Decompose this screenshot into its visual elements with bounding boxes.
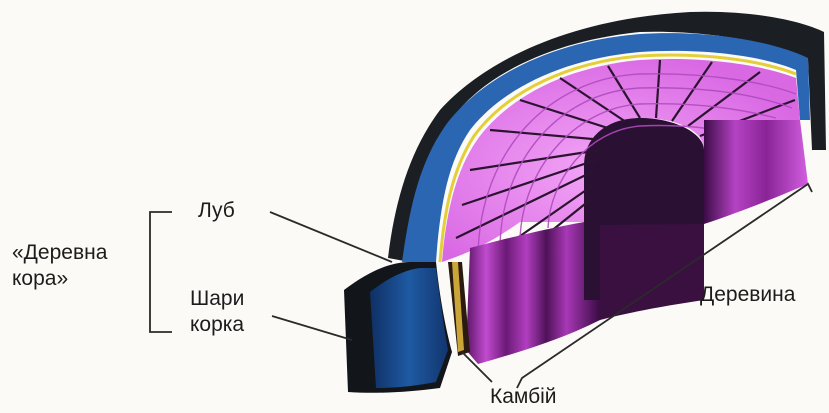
wood-label: Деревина bbox=[700, 282, 795, 308]
cambium-leader bbox=[462, 352, 492, 382]
cambium-label: Камбій bbox=[490, 384, 557, 410]
bark-group-label-line2: кора» bbox=[12, 266, 107, 292]
phloem-label: Луб bbox=[198, 198, 235, 224]
phloem-leader bbox=[270, 212, 392, 262]
bark-group-bracket bbox=[150, 212, 172, 332]
bark-group-label: «Деревна кора» bbox=[12, 240, 107, 293]
cork-label-line2: корка bbox=[190, 312, 244, 338]
cork-leader bbox=[272, 316, 352, 340]
cork-label: Шари корка bbox=[190, 286, 244, 339]
bark-group-label-line1: «Деревна bbox=[12, 240, 107, 266]
cork-label-line1: Шари bbox=[190, 286, 244, 312]
